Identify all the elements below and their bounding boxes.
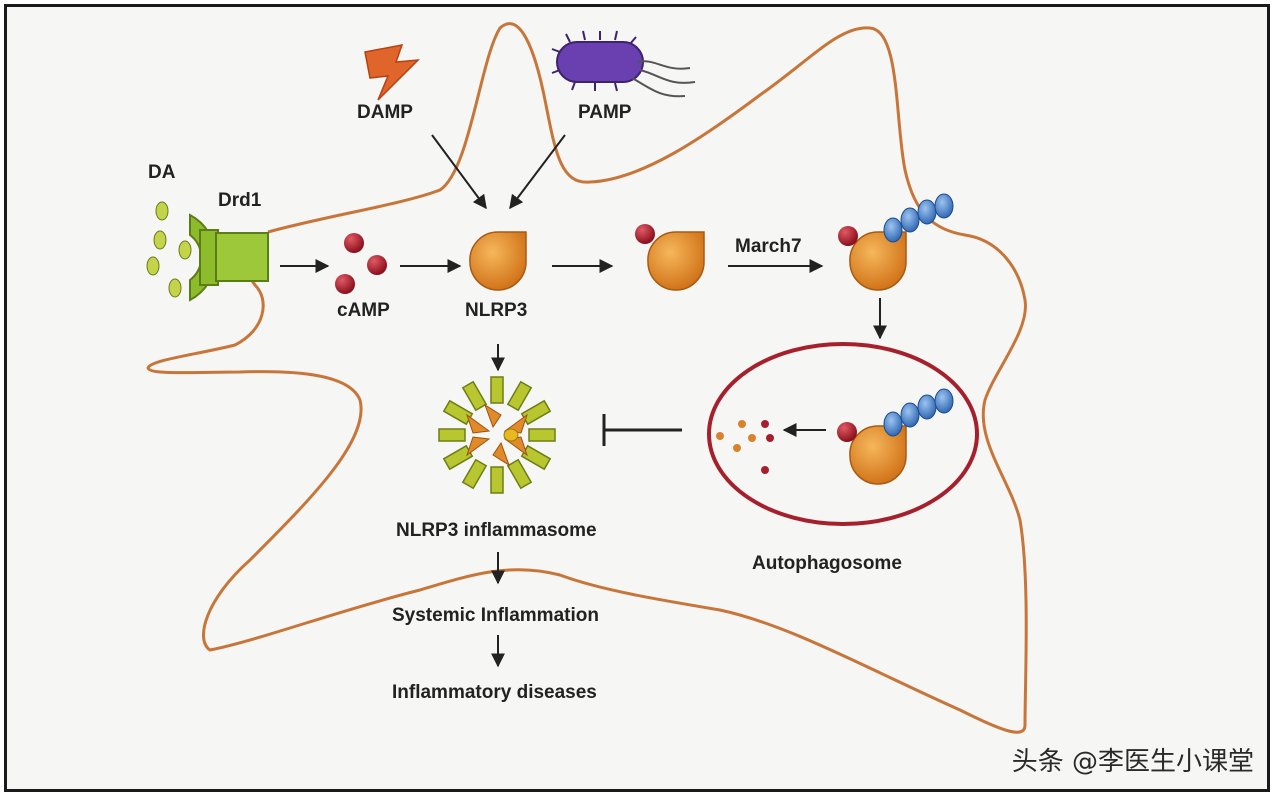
ubiquitin: [883, 217, 903, 243]
cell-membrane: [146, 22, 1028, 734]
damp-bolt-icon: [364, 44, 420, 101]
autophagosome: [707, 342, 979, 526]
inhibition-symbol: [602, 414, 682, 446]
da-ligand: [168, 278, 182, 298]
da-ligand: [146, 256, 160, 276]
ubiquitin: [883, 411, 903, 437]
systemic-inflammation-label: Systemic Inflammation: [392, 605, 599, 626]
inflammatory-diseases-label: Inflammatory diseases: [392, 682, 597, 703]
ubiquitinated-nlrp3: [838, 193, 954, 291]
ubiquitin: [934, 388, 954, 414]
autophagosome-label: Autophagosome: [752, 553, 902, 574]
da-ligands: [146, 201, 192, 298]
camp-molecule: [635, 224, 655, 244]
inflammasome-complex: [438, 376, 556, 494]
ubiquitin: [900, 207, 920, 233]
camp-molecule: [367, 255, 387, 275]
autophagosome-cargo: [837, 388, 954, 485]
camp-label: cAMP: [337, 300, 390, 321]
nlrp3-camp-complex: [647, 231, 705, 291]
pamp-label: PAMP: [578, 102, 632, 123]
figure-frame: [4, 4, 1270, 792]
drd1-receptor: [189, 213, 269, 302]
damp-label: DAMP: [357, 102, 413, 123]
inflammasome-label: NLRP3 inflammasome: [396, 520, 597, 541]
ubiquitin: [917, 199, 937, 225]
ubiquitin: [934, 193, 954, 219]
ubiquitin: [900, 402, 920, 428]
march7-label: March7: [735, 236, 802, 257]
da-ligand: [155, 201, 169, 221]
ubiquitin: [917, 394, 937, 420]
drd1-label: Drd1: [218, 190, 262, 211]
nlrp3-label: NLRP3: [465, 300, 528, 321]
camp-molecule: [344, 233, 364, 253]
pamp-bacterium-icon: [551, 30, 696, 98]
nlrp3-protein: [469, 231, 527, 291]
camp-molecule: [335, 274, 355, 294]
watermark: 头条 @李医生小课堂: [1011, 747, 1254, 777]
da-label: DA: [148, 162, 176, 183]
degraded-fragments: [716, 420, 774, 474]
da-ligand: [153, 230, 167, 250]
da-ligand: [178, 240, 192, 260]
